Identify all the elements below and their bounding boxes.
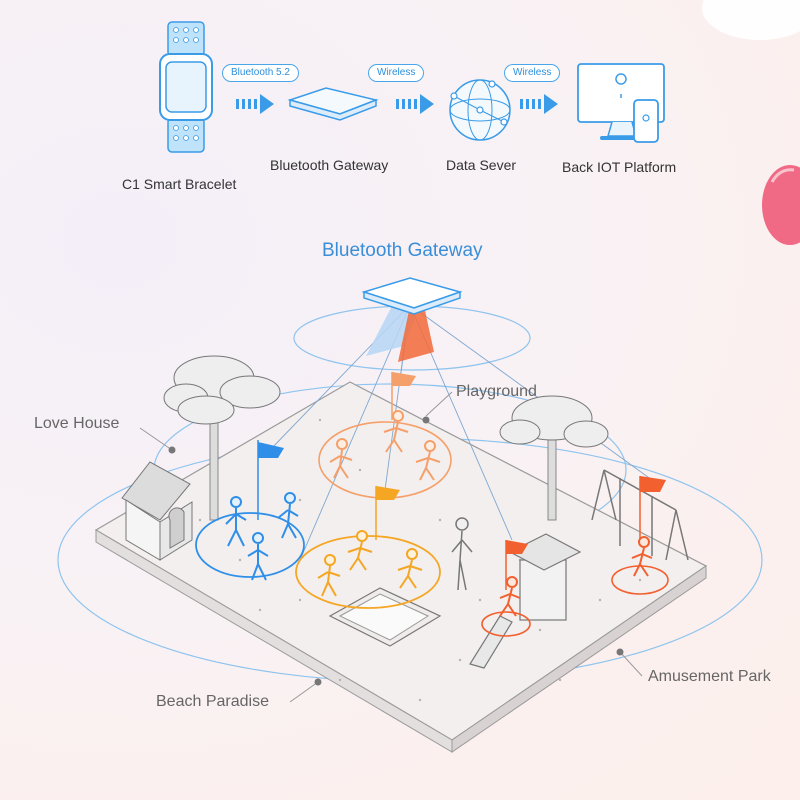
link-label-wireless-2: Wireless bbox=[504, 64, 561, 82]
double-arrow-icon bbox=[396, 94, 434, 114]
area-label-playground: Playground bbox=[456, 383, 537, 400]
node-label-server: Data Sever bbox=[446, 157, 517, 173]
park-ground bbox=[94, 381, 708, 753]
link-label-wireless-1: Wireless bbox=[368, 64, 425, 82]
cloud-shape bbox=[702, 0, 800, 40]
flag-icon bbox=[375, 486, 400, 540]
double-arrow-icon bbox=[236, 94, 274, 114]
child-figures-orange-top bbox=[329, 410, 441, 481]
scene-title: Bluetooth Gateway bbox=[322, 240, 483, 261]
tree-icon bbox=[499, 395, 609, 521]
globe-server-icon bbox=[449, 79, 511, 141]
flag-icon bbox=[391, 372, 416, 420]
flag-icon bbox=[257, 440, 284, 520]
slide-tower-icon bbox=[469, 533, 582, 669]
zone-ring-blue bbox=[195, 512, 305, 578]
gateway-device-icon bbox=[287, 87, 379, 121]
link-label-bluetooth: Bluetooth 5.2 bbox=[222, 64, 299, 82]
adult-figure bbox=[451, 517, 473, 591]
child-figures-blue bbox=[225, 492, 299, 581]
flag-icon bbox=[639, 476, 666, 540]
area-label-beach-paradise: Beach Paradise bbox=[156, 693, 269, 710]
love-house-icon bbox=[121, 461, 193, 561]
child-figures-yellow bbox=[317, 530, 423, 597]
area-label-love-house: Love House bbox=[34, 415, 120, 432]
tree-icon bbox=[163, 355, 281, 521]
flag-icon bbox=[505, 540, 528, 590]
node-label-bracelet: C1 Smart Bracelet bbox=[122, 176, 237, 192]
sandbox-icon bbox=[328, 587, 442, 647]
smart-bracelet-icon bbox=[159, 21, 213, 153]
signal-cone-red bbox=[398, 306, 434, 362]
balloon-icon bbox=[762, 165, 800, 245]
scene-gateway-icon bbox=[361, 277, 463, 315]
node-label-platform: Back IOT Platform bbox=[562, 159, 677, 175]
area-markers bbox=[139, 391, 643, 703]
child-figures-red bbox=[499, 536, 653, 617]
monitor-phone-icon bbox=[577, 63, 665, 143]
area-label-amusement-park: Amusement Park bbox=[648, 668, 771, 685]
node-label-gateway: Bluetooth Gateway bbox=[270, 157, 389, 173]
zone-ring-red-slide bbox=[481, 611, 531, 637]
signal-cone-blue bbox=[366, 306, 420, 356]
double-arrow-icon bbox=[520, 94, 558, 114]
